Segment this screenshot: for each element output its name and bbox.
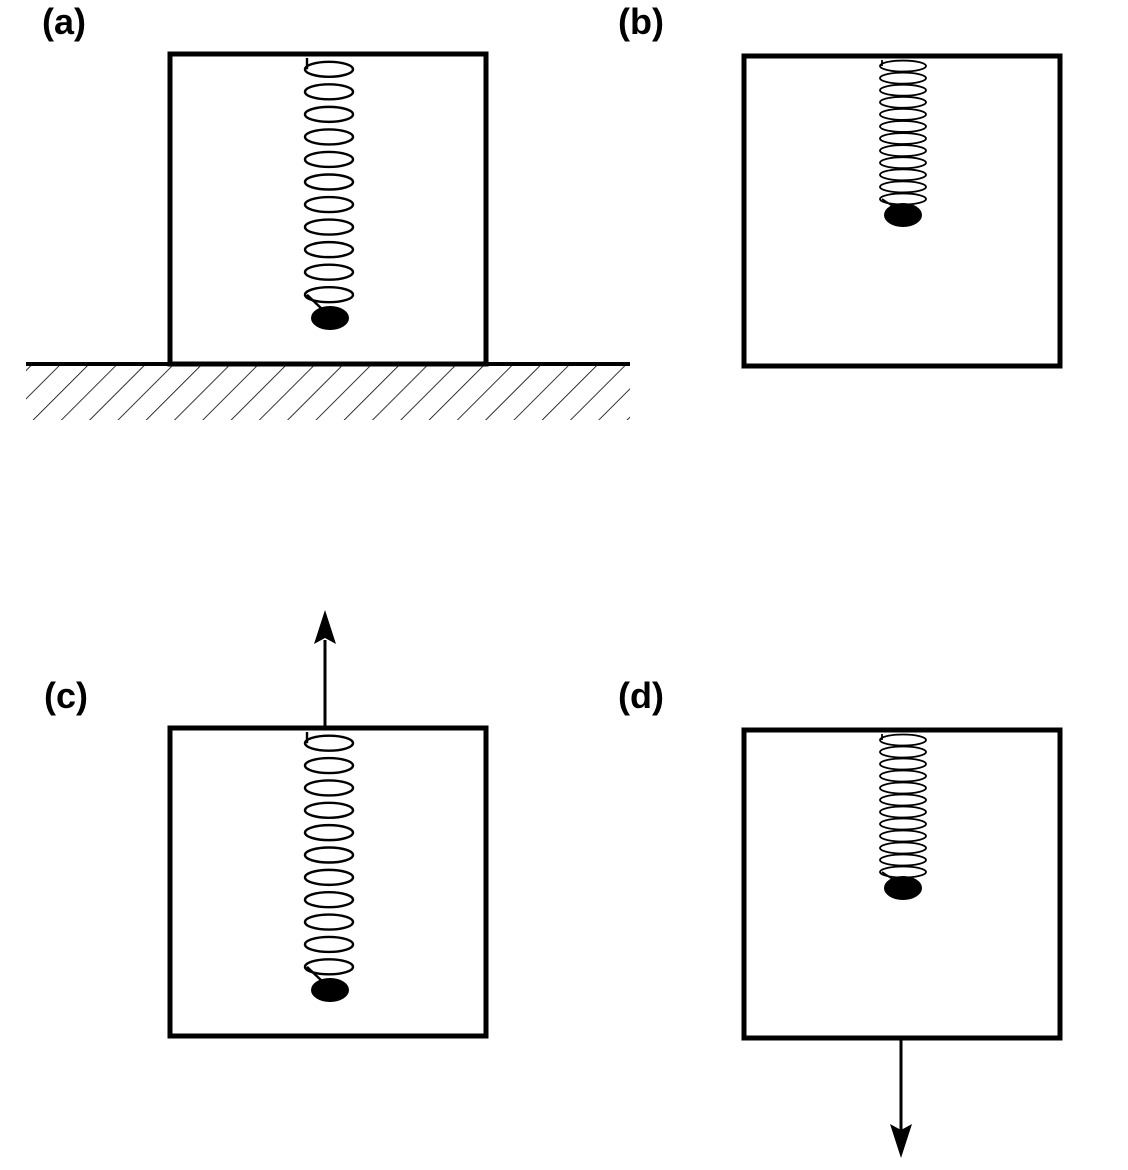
spring-coil	[303, 263, 355, 281]
spring-coil	[303, 756, 355, 775]
mass-a	[311, 306, 349, 330]
arrow-up-head	[314, 610, 336, 644]
spring-coil	[879, 144, 927, 158]
spring-coil	[879, 95, 927, 109]
mass-d	[884, 876, 922, 900]
arrow-down	[890, 1038, 912, 1158]
spring-coil	[303, 173, 355, 191]
spring-coil	[879, 829, 927, 843]
spring-coil	[303, 734, 355, 752]
box-a	[167, 51, 489, 367]
spring-coil	[303, 60, 355, 78]
spring-coil	[303, 913, 355, 931]
spring-coil	[879, 59, 927, 73]
spring-c	[303, 732, 355, 983]
spring-coil	[303, 240, 355, 259]
spring-coil	[879, 817, 927, 831]
spring-coil	[303, 823, 355, 842]
panel-label-d: (d)	[618, 675, 664, 716]
spring-coil	[303, 958, 355, 976]
spring-coil	[879, 757, 927, 771]
spring-coil	[879, 180, 927, 194]
spring-coil	[303, 150, 355, 169]
spring-coil	[303, 286, 355, 304]
spring-coil	[879, 853, 927, 867]
arrow-down-head	[890, 1124, 912, 1158]
spring-coil	[879, 769, 927, 783]
panel-a: (a)	[26, 1, 630, 420]
spring-coil	[303, 779, 355, 797]
spring-coil	[303, 801, 355, 819]
spring-coil	[879, 71, 927, 85]
spring-tail	[306, 293, 324, 311]
spring-d	[879, 733, 927, 883]
spring-coil	[879, 793, 927, 807]
spring-tail	[306, 965, 324, 983]
spring-coil	[879, 733, 927, 747]
spring-coil	[879, 156, 927, 170]
mass-c	[311, 978, 349, 1002]
box-c	[167, 725, 489, 1039]
panel-label-a: (a)	[42, 1, 86, 42]
spring-coil	[879, 841, 927, 855]
spring-coil	[879, 781, 927, 795]
spring-coil	[303, 868, 355, 887]
ground	[26, 362, 630, 420]
spring-coil	[303, 105, 355, 124]
ground-hatching	[26, 366, 630, 420]
arrow-up	[314, 610, 336, 728]
spring-coil	[303, 83, 355, 101]
spring-coil	[303, 935, 355, 954]
spring-coil	[879, 132, 927, 145]
panel-label-c: (c)	[44, 675, 88, 716]
spring-coil	[879, 83, 927, 97]
mass-b	[884, 203, 922, 227]
spring-coil	[879, 805, 927, 819]
spring-b	[879, 59, 927, 210]
spring-coil	[879, 168, 927, 182]
spring-coil	[879, 120, 927, 133]
spring-coil	[303, 195, 355, 214]
panel-b: (b)	[618, 1, 1063, 369]
spring-a	[303, 58, 355, 311]
spring-coil	[879, 107, 927, 121]
spring-coil	[303, 128, 355, 146]
spring-coil	[303, 891, 355, 909]
spring-coil	[303, 846, 355, 864]
panel-c: (c)	[44, 610, 489, 1039]
spring-coil	[879, 745, 927, 759]
panel-label-b: (b)	[618, 1, 664, 42]
box-b	[741, 53, 1063, 369]
panel-d: (d)	[618, 675, 1063, 1158]
spring-coil	[303, 218, 355, 236]
